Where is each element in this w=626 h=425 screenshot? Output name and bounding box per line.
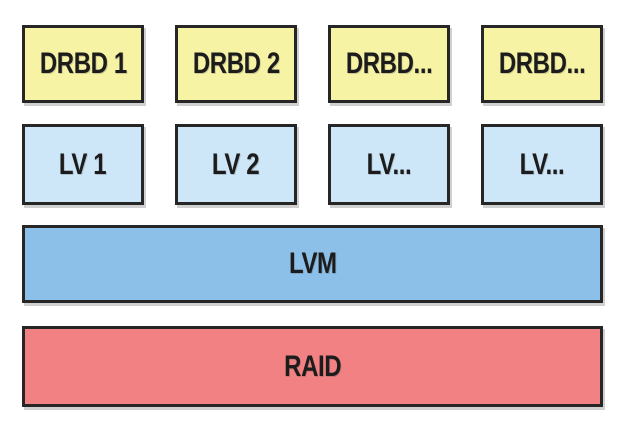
raid-box-label: RAID (283, 349, 342, 383)
lvm-box: LVM (22, 225, 603, 303)
lv-box-1: LV 1 (22, 124, 144, 205)
drbd-box-1: DRBD 1 (22, 25, 144, 103)
drbd-box-2-label: DRBD 2 (192, 47, 280, 80)
drbd-box-3-label: DRBD... (345, 47, 433, 80)
lv-box-4-label: LV... (519, 147, 565, 181)
lv-box-1-label: LV 1 (59, 147, 107, 181)
lv-box-4: LV... (481, 124, 603, 205)
lv-box-2-label: LV 2 (212, 147, 260, 181)
drbd-box-2: DRBD 2 (175, 25, 297, 103)
lv-box-3: LV... (328, 124, 450, 205)
lv-box-3-label: LV... (366, 147, 412, 181)
drbd-box-3: DRBD... (328, 25, 450, 103)
lv-box-2: LV 2 (175, 124, 297, 205)
drbd-row: DRBD 1 DRBD 2 DRBD... DRBD... (22, 25, 603, 103)
drbd-box-4-label: DRBD... (498, 47, 586, 80)
drbd-box-1-label: DRBD 1 (39, 47, 127, 80)
lv-row: LV 1 LV 2 LV... LV... (22, 124, 603, 205)
lvm-box-label: LVM (288, 247, 337, 280)
raid-box: RAID (22, 326, 603, 407)
drbd-box-4: DRBD... (481, 25, 603, 103)
